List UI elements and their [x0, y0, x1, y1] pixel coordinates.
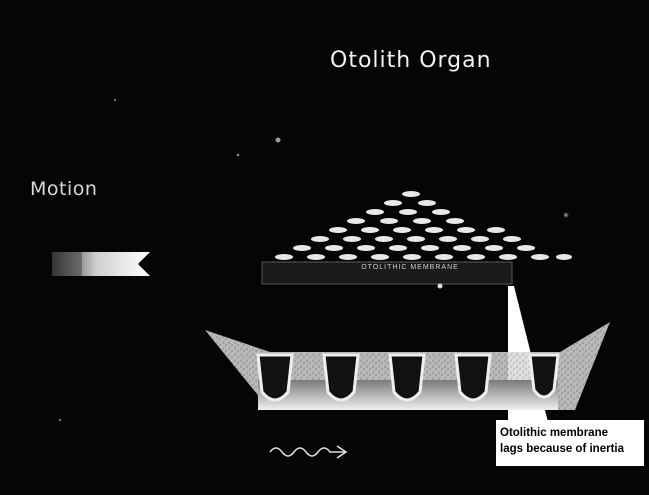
membrane-label: OTOLITHIC MEMBRANE [300, 264, 520, 271]
otoconia-crystals [275, 191, 572, 260]
slide-title: Otolith Organ [330, 48, 492, 73]
motion-arrow-icon [52, 252, 150, 276]
wavy-arrow-icon [270, 446, 346, 458]
callout-line-1: Otolithic membrane [500, 425, 641, 441]
motion-label: Motion [30, 178, 97, 200]
callout-line-2: lags because of inertia [500, 441, 641, 457]
callout-box: Otolithic membrane lags because of inert… [496, 420, 644, 466]
